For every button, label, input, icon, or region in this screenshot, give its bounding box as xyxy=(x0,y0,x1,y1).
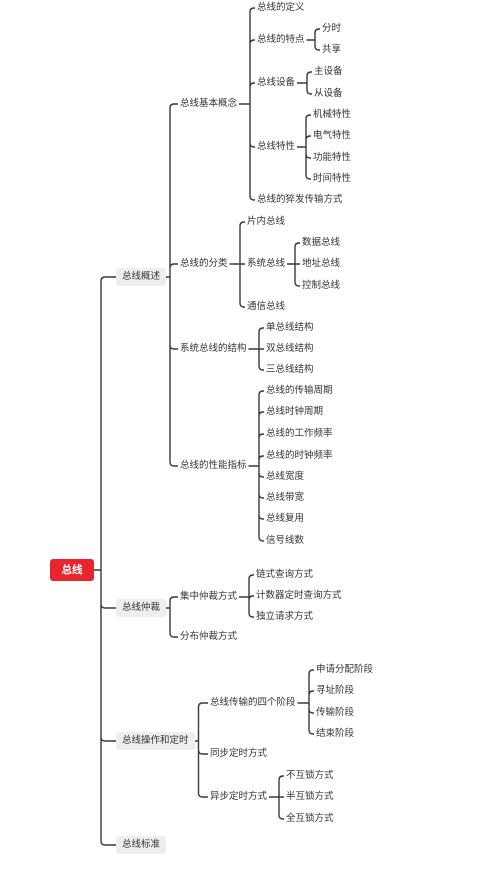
topic-1-4-connector xyxy=(248,390,264,542)
subtopic-1-3-3: 三总线结构 xyxy=(266,364,314,375)
topic-3-1: 总线传输的四个阶段 xyxy=(210,697,296,708)
topic-3-1-connector xyxy=(297,669,314,735)
subtopic-1-2-2-connector xyxy=(287,242,300,287)
subtopic-1-1-5: 总线的猝发传输方式 xyxy=(257,194,343,205)
topic-3-2: 同步定时方式 xyxy=(210,748,268,759)
subtopic-3-1-1: 申请分配阶段 xyxy=(316,664,374,675)
subtopic-2-1-3: 独立请求方式 xyxy=(256,611,314,622)
subtopic-2-1-1: 链式查询方式 xyxy=(256,569,314,580)
subtopic-1-4-2: 总线时钟周期 xyxy=(266,406,324,417)
topic-1-2-connector xyxy=(229,221,245,308)
subtopic-3-3-2: 半互锁方式 xyxy=(286,791,334,802)
section-1-connector xyxy=(166,103,178,467)
topic-1-3: 系统总线的结构 xyxy=(180,343,247,354)
subtopic-1-1-3-connector xyxy=(297,71,312,95)
section-3-connector xyxy=(194,702,208,798)
subtopic-1-3-1: 单总线结构 xyxy=(266,322,314,333)
topic-2-1: 集中仲裁方式 xyxy=(180,591,238,602)
subtopic-1-4-3: 总线的工作频率 xyxy=(266,428,333,439)
subtopic-3-1-3: 传输阶段 xyxy=(316,707,355,718)
leaf-1-1-4-3: 功能特性 xyxy=(313,152,352,163)
section-2-node: 总线仲裁 xyxy=(116,599,167,617)
subtopic-2-1-2: 计数器定时查询方式 xyxy=(256,590,342,601)
leaf-1-1-3-2: 从设备 xyxy=(314,88,343,99)
section-2-connector xyxy=(166,596,178,638)
leaf-1-1-3-1: 主设备 xyxy=(314,66,343,77)
topic-1-1-connector xyxy=(239,7,255,201)
subtopic-1-1-4-connector xyxy=(297,114,311,180)
leaf-1-1-4-4: 时间特性 xyxy=(313,173,352,184)
subtopic-3-3-3: 全互锁方式 xyxy=(286,813,334,824)
topic-2-1-connector xyxy=(239,574,254,618)
topic-3-3: 异步定时方式 xyxy=(210,791,268,802)
subtopic-1-1-1: 总线的定义 xyxy=(257,2,305,13)
subtopic-1-4-5: 总线宽度 xyxy=(266,471,305,482)
leaf-1-2-2-1: 数据总线 xyxy=(302,237,341,248)
topic-2-2: 分布仲裁方式 xyxy=(180,631,238,642)
subtopic-1-4-8: 信号线数 xyxy=(266,535,305,546)
subtopic-3-1-2: 寻址阶段 xyxy=(316,685,355,696)
subtopic-1-4-6: 总线带宽 xyxy=(266,492,305,503)
topic-1-2: 总线的分类 xyxy=(180,258,228,269)
subtopic-3-3-1: 不互锁方式 xyxy=(286,770,334,781)
subtopic-1-4-4: 总线的时钟频率 xyxy=(266,450,333,461)
root-node: 总线 xyxy=(50,559,94,581)
leaf-1-1-4-2: 电气特性 xyxy=(313,130,352,141)
subtopic-1-2-3: 通信总线 xyxy=(247,301,286,312)
topic-1-4: 总线的性能指标 xyxy=(180,460,247,471)
topic-1-1: 总线基本概念 xyxy=(180,98,238,109)
leaf-1-2-2-2: 地址总线 xyxy=(302,258,341,269)
subtopic-1-1-4: 总线特性 xyxy=(257,141,296,152)
subtopic-1-1-2-connector xyxy=(306,28,320,51)
section-3-node: 总线操作和定时 xyxy=(116,732,195,750)
subtopic-1-2-1: 片内总线 xyxy=(247,216,286,227)
leaf-1-1-2-1: 分时 xyxy=(322,23,342,34)
topic-1-3-connector xyxy=(248,327,264,371)
root-connector xyxy=(94,276,116,846)
section-1-node: 总线概述 xyxy=(116,268,167,286)
subtopic-1-3-2: 双总线结构 xyxy=(266,343,314,354)
leaf-1-2-2-3: 控制总线 xyxy=(302,280,341,291)
leaf-1-1-4-1: 机械特性 xyxy=(313,109,352,120)
subtopic-1-1-3: 总线设备 xyxy=(257,77,296,88)
subtopic-1-1-2: 总线的特点 xyxy=(257,34,305,45)
subtopic-1-4-1: 总线的传输周期 xyxy=(266,385,333,396)
subtopic-3-1-4: 结束阶段 xyxy=(316,728,355,739)
section-4-node: 总线标准 xyxy=(116,836,167,854)
subtopic-1-4-7: 总线复用 xyxy=(266,513,305,524)
subtopic-1-2-2: 系统总线 xyxy=(247,258,286,269)
topic-3-3-connector xyxy=(269,775,284,820)
leaf-1-1-2-2: 共享 xyxy=(322,44,342,55)
